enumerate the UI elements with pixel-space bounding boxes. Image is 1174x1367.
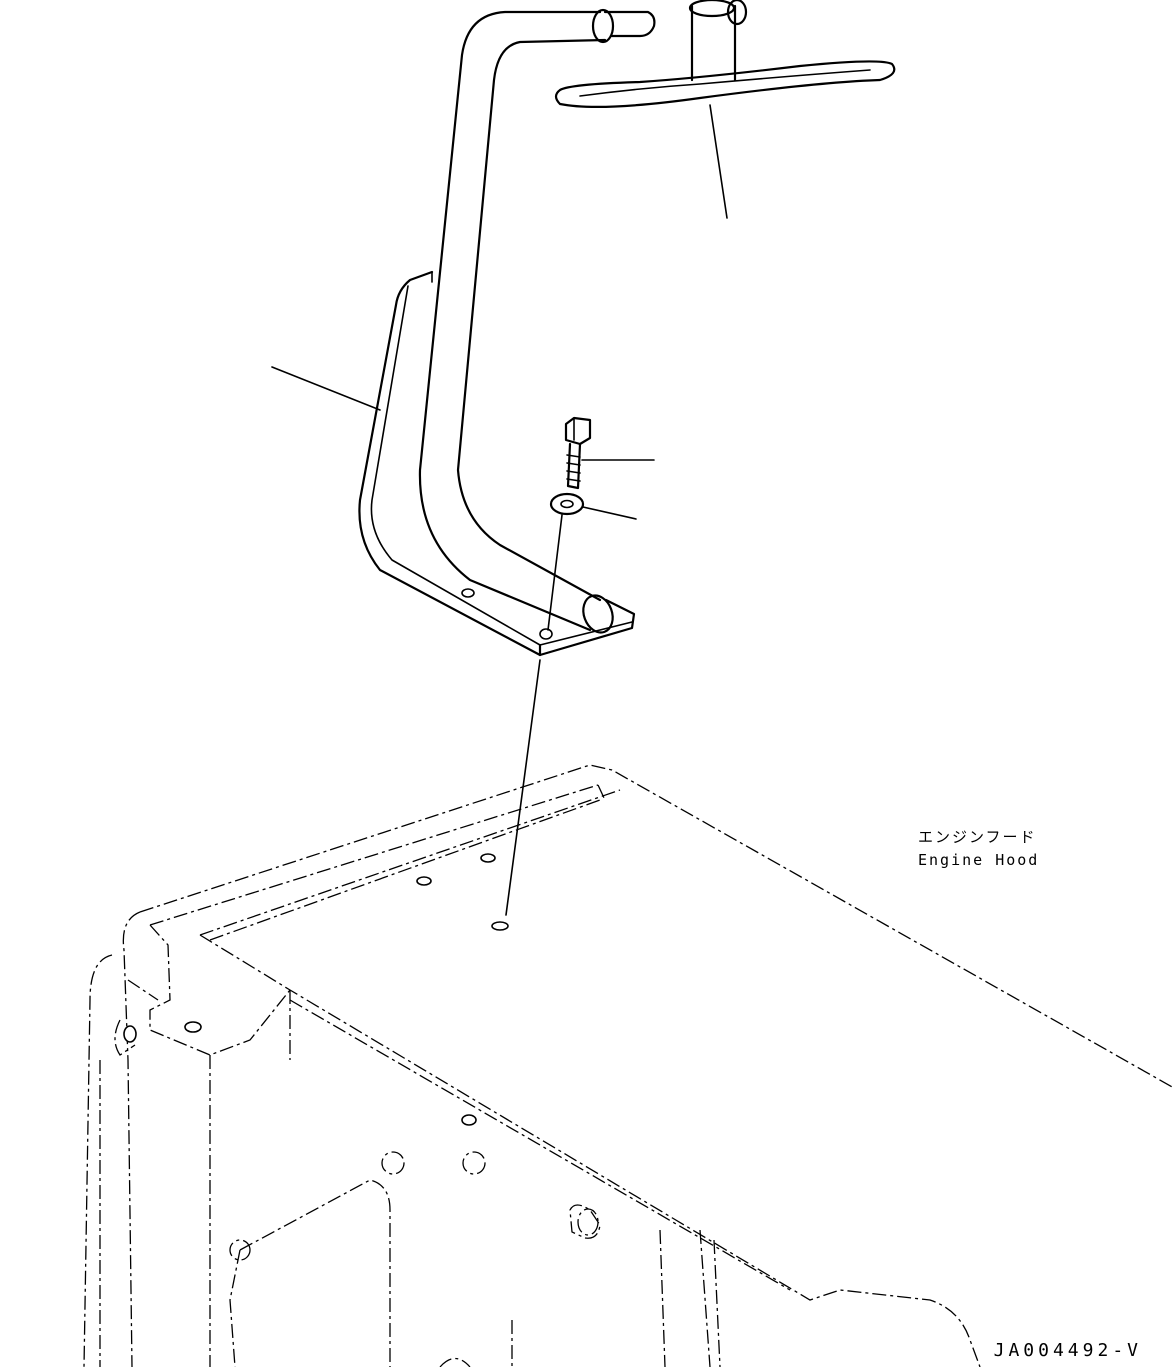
engine-hood-label-en: Engine Hood <box>918 851 1040 869</box>
hood-holes <box>123 853 601 1261</box>
mounting-bracket <box>358 270 636 657</box>
engine-hood <box>83 764 1174 1367</box>
bolt <box>564 416 592 490</box>
drawing-number: JA004492-V <box>993 1340 1142 1361</box>
washer <box>549 492 585 516</box>
leader-lines <box>271 104 728 916</box>
handrail-tube <box>418 8 656 634</box>
grip-loop <box>554 0 896 108</box>
engine-hood-label-jp: エンジンフード <box>918 828 1037 846</box>
